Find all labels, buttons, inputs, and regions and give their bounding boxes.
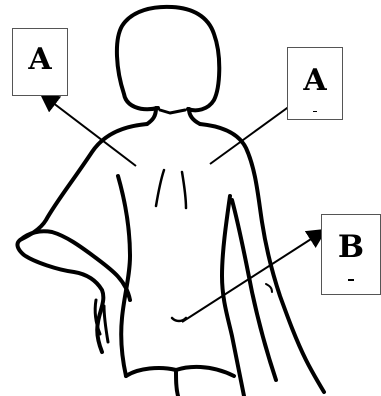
mark-dash xyxy=(348,279,354,281)
label-box-b: B xyxy=(321,214,381,295)
arrow-to-b xyxy=(182,232,322,322)
mark-dash xyxy=(313,111,317,112)
label-box-a-left: A xyxy=(12,28,68,96)
label-a-right: A xyxy=(288,66,342,96)
label-box-a-right: A xyxy=(287,47,343,120)
arrow-to-a-left xyxy=(44,96,136,166)
label-a-left: A xyxy=(13,45,67,75)
label-b: B xyxy=(322,232,380,262)
